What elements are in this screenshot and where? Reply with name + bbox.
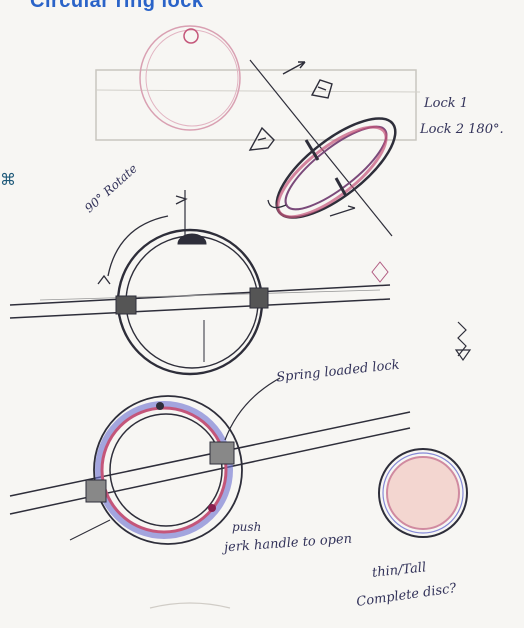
lock1-note: Lock 1 xyxy=(424,96,468,111)
push-note: push xyxy=(232,520,261,534)
complete-disc-sketch xyxy=(379,449,467,537)
bottom-ring-sketch xyxy=(10,378,410,544)
lock2-note: Lock 2 180°. xyxy=(420,122,504,137)
tilted-ring-sketch xyxy=(250,60,410,236)
side-marks xyxy=(456,322,470,360)
background-line xyxy=(96,90,420,92)
bar-ring-sketch xyxy=(10,190,390,374)
background-bar-faint xyxy=(96,70,416,140)
faint-scribble xyxy=(150,603,230,608)
top-pink-ring xyxy=(140,26,240,130)
